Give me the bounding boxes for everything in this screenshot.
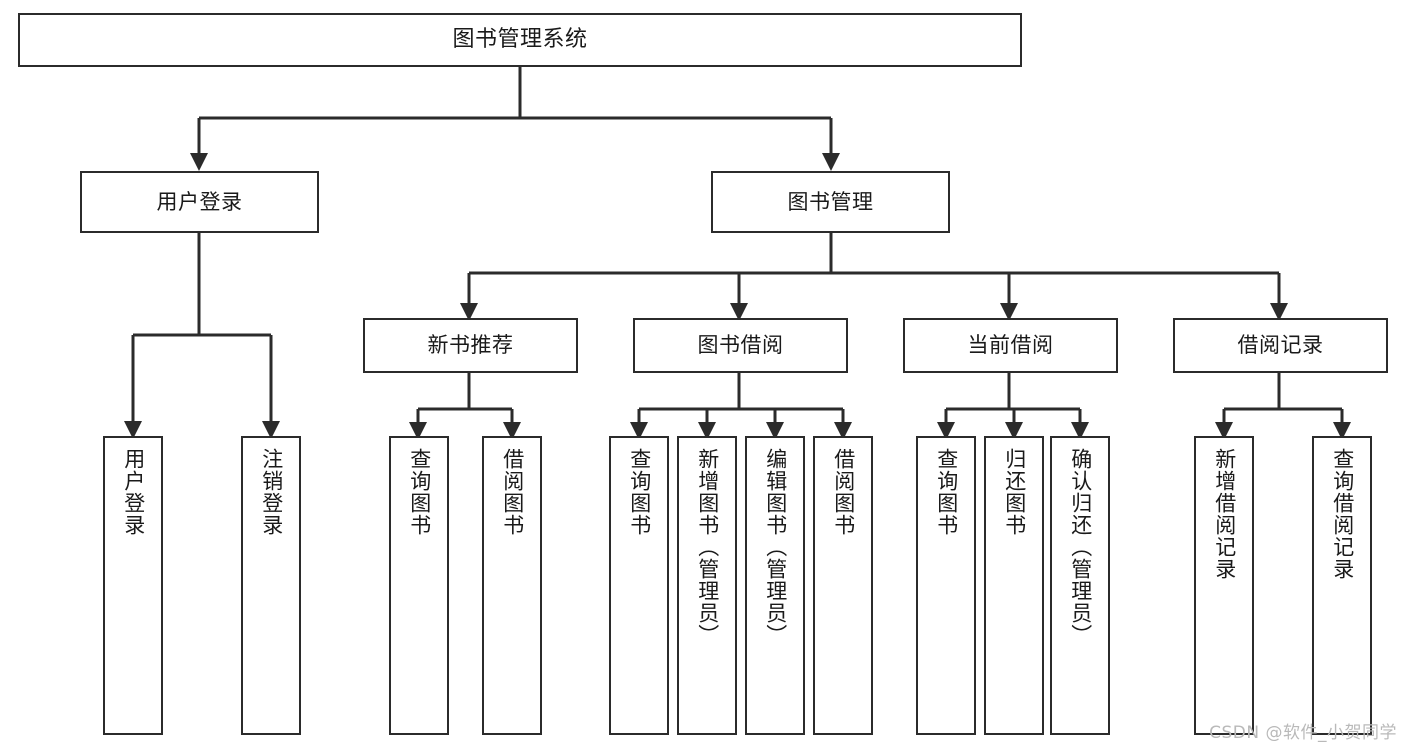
node-label: 查询图书 xyxy=(627,448,652,536)
node-borrow-record[interactable]: 借阅记录 xyxy=(1173,318,1388,373)
leaf-query-borrow-record[interactable]: 查询借阅记录 xyxy=(1312,436,1372,735)
node-book-management[interactable]: 图书管理 xyxy=(711,171,950,233)
node-label: 用户登录 xyxy=(156,189,243,214)
leaf-add-book[interactable]: 新增图书（管理员） xyxy=(677,436,737,735)
leaf-query-book-recommendation[interactable]: 查询图书 xyxy=(389,436,449,735)
leaf-query-book-current[interactable]: 查询图书 xyxy=(916,436,976,735)
node-label: 借阅图书 xyxy=(500,448,525,536)
node-label: 查询借阅记录 xyxy=(1330,448,1355,580)
node-book-management-system[interactable]: 图书管理系统 xyxy=(18,13,1022,67)
leaf-query-book-borrow[interactable]: 查询图书 xyxy=(609,436,669,735)
node-label: 查询图书 xyxy=(407,448,432,536)
node-label: 归还图书 xyxy=(1002,448,1027,536)
node-label: 编辑图书（管理员） xyxy=(763,448,788,646)
leaf-return-book[interactable]: 归还图书 xyxy=(984,436,1044,735)
leaf-borrow-book-recommendation[interactable]: 借阅图书 xyxy=(482,436,542,735)
node-book-borrow[interactable]: 图书借阅 xyxy=(633,318,848,373)
node-label: 新书推荐 xyxy=(427,333,514,358)
node-label: 图书借阅 xyxy=(697,333,784,358)
node-label: 借阅记录 xyxy=(1237,333,1324,358)
leaf-confirm-return[interactable]: 确认归还（管理员） xyxy=(1050,436,1110,735)
node-label: 图书管理 xyxy=(787,189,874,214)
leaf-logout[interactable]: 注销登录 xyxy=(241,436,301,735)
node-label: 用户登录 xyxy=(121,448,146,536)
watermark: CSDN @软件_小贺同学 xyxy=(1209,723,1397,743)
node-label: 当前借阅 xyxy=(967,333,1054,358)
node-label: 新增图书（管理员） xyxy=(695,448,720,646)
node-user-login[interactable]: 用户登录 xyxy=(80,171,319,233)
node-label: 新增借阅记录 xyxy=(1212,448,1237,580)
node-label: 借阅图书 xyxy=(831,448,856,536)
node-new-book-recommendation[interactable]: 新书推荐 xyxy=(363,318,578,373)
leaf-add-borrow-record[interactable]: 新增借阅记录 xyxy=(1194,436,1254,735)
node-label: 注销登录 xyxy=(259,448,284,536)
leaf-edit-book[interactable]: 编辑图书（管理员） xyxy=(745,436,805,735)
node-current-borrow[interactable]: 当前借阅 xyxy=(903,318,1118,373)
node-label: 查询图书 xyxy=(934,448,959,536)
leaf-user-login[interactable]: 用户登录 xyxy=(103,436,163,735)
leaf-borrow-book[interactable]: 借阅图书 xyxy=(813,436,873,735)
node-label: 图书管理系统 xyxy=(452,27,588,53)
node-label: 确认归还（管理员） xyxy=(1068,448,1093,646)
